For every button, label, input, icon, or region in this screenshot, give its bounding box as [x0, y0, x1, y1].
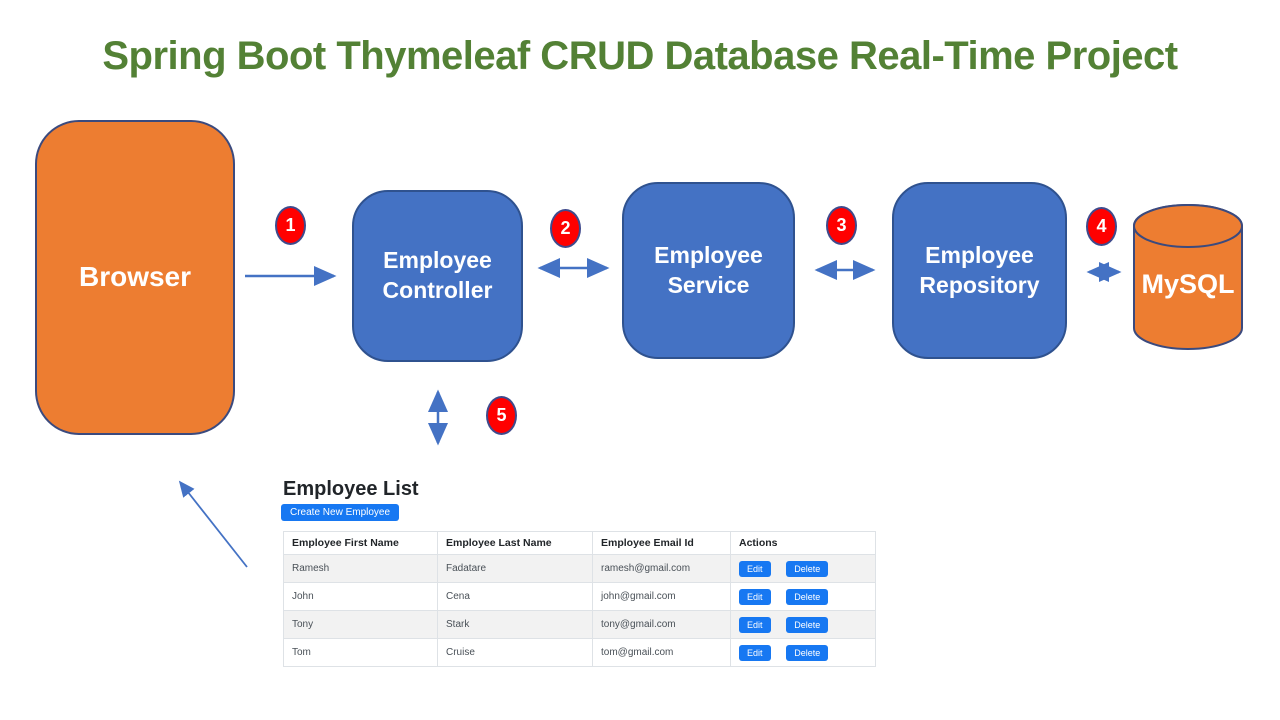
table-row: John Cena john@gmail.com Edit Delete — [283, 582, 876, 611]
create-new-employee-button[interactable]: Create New Employee — [281, 504, 400, 521]
cell-first-name: John — [283, 582, 438, 611]
cell-email: tom@gmail.com — [592, 638, 731, 667]
table-header-row: Employee First Name Employee Last Name E… — [283, 531, 876, 555]
delete-button[interactable]: Delete — [786, 616, 829, 633]
delete-button[interactable]: Delete — [786, 588, 829, 605]
header-actions: Actions — [730, 531, 876, 555]
cell-last-name: Cena — [437, 582, 593, 611]
step-badge-3: 3 — [826, 206, 857, 245]
cell-last-name: Cruise — [437, 638, 593, 667]
cell-first-name: Tom — [283, 638, 438, 667]
cell-actions: Edit Delete — [730, 638, 876, 667]
delete-button[interactable]: Delete — [786, 560, 829, 577]
page-title: Spring Boot Thymeleaf CRUD Database Real… — [102, 34, 1178, 78]
node-mysql-label: MySQL — [1141, 269, 1235, 299]
table-row: Tom Cruise tom@gmail.com Edit Delete — [283, 638, 876, 667]
step-badge-5: 5 — [486, 396, 517, 435]
node-browser: Browser — [35, 120, 235, 435]
edit-button[interactable]: Edit — [739, 616, 771, 633]
node-employee-repository-label: Employee Repository — [919, 241, 1040, 298]
cell-last-name: Stark — [437, 610, 593, 639]
cell-actions: Edit Delete — [730, 610, 876, 639]
delete-button[interactable]: Delete — [786, 644, 829, 661]
cell-first-name: Tony — [283, 610, 438, 639]
employee-table: Employee First Name Employee Last Name E… — [283, 531, 876, 667]
step-badge-4: 4 — [1086, 207, 1117, 246]
edit-button[interactable]: Edit — [739, 644, 771, 661]
employee-list-heading: Employee List — [283, 478, 419, 500]
cell-actions: Edit Delete — [730, 582, 876, 611]
cell-first-name: Ramesh — [283, 554, 438, 583]
cell-email: ramesh@gmail.com — [592, 554, 731, 583]
cell-email: john@gmail.com — [592, 582, 731, 611]
node-mysql-database: MySQL — [1132, 203, 1244, 351]
cell-email: tony@gmail.com — [592, 610, 731, 639]
arrow-view-to-browser — [178, 480, 248, 568]
table-row: Ramesh Fadatare ramesh@gmail.com Edit De… — [283, 554, 876, 583]
cell-last-name: Fadatare — [437, 554, 593, 583]
node-employee-service-label: Employee Service — [654, 241, 763, 298]
header-last-name: Employee Last Name — [437, 531, 593, 555]
header-first-name: Employee First Name — [283, 531, 438, 555]
node-employee-repository: Employee Repository — [892, 182, 1067, 359]
node-employee-controller-label: Employee Controller — [382, 247, 493, 303]
table-row: Tony Stark tony@gmail.com Edit Delete — [283, 610, 876, 639]
node-employee-controller: Employee Controller — [352, 190, 523, 362]
header-email: Employee Email Id — [592, 531, 731, 555]
database-cylinder-icon — [1133, 204, 1243, 350]
step-badge-1: 1 — [275, 206, 306, 245]
edit-button[interactable]: Edit — [739, 560, 771, 577]
node-employee-service: Employee Service — [622, 182, 795, 359]
edit-button[interactable]: Edit — [739, 588, 771, 605]
node-browser-label: Browser — [78, 261, 192, 293]
step-badge-2: 2 — [550, 209, 581, 248]
cell-actions: Edit Delete — [730, 554, 876, 583]
